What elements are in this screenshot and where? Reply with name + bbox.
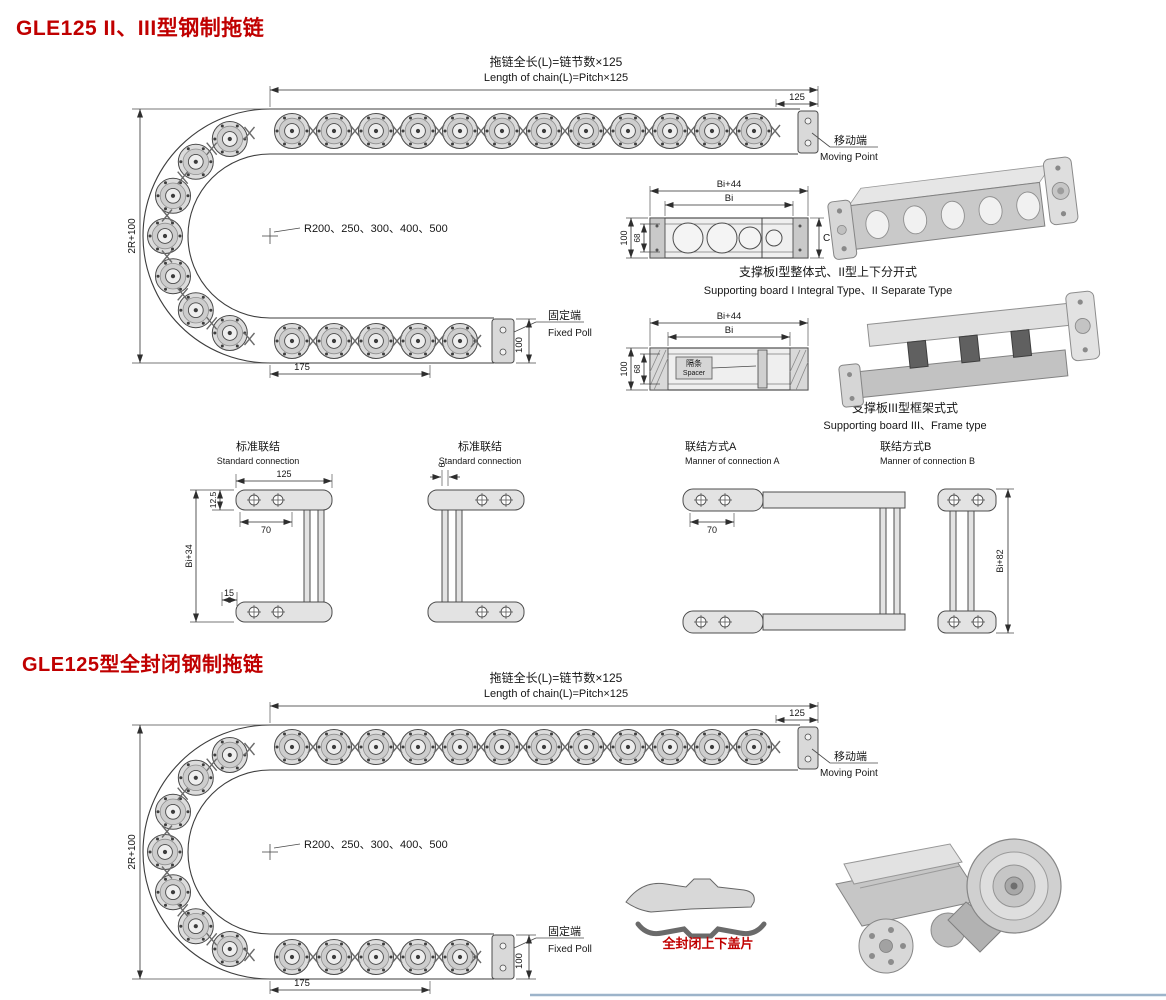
section1-title: GLE125 II、III型钢制拖链 (16, 17, 265, 40)
support-board-1-holes (865, 191, 1041, 239)
connB-title-en: Manner of connection B (880, 456, 975, 466)
chain2-end-length-dim: 175 (294, 978, 310, 989)
std1-title-cn: 标准联结 (236, 439, 280, 453)
chain2-pitch-dim: 125 (789, 708, 805, 719)
support-board-3-photo (838, 290, 1101, 408)
chain-links-bottom-run (274, 323, 478, 359)
chain2-formula-en: Length of chain(L)=Pitch×125 (484, 688, 628, 700)
cover-plates-caption: 全封闭上下盖片 (661, 936, 753, 951)
connB-title-cn: 联结方式B (880, 439, 931, 453)
enclosed-chain-photo (835, 838, 1062, 974)
cs2-caption-cn: 支撑板I型整体式、II型上下分开式 (739, 264, 917, 279)
cs3-caption-cn: 支撑板III型框架式式 (852, 400, 958, 415)
chain2-moving-point-en: Moving Point (820, 768, 878, 779)
cs3-height-dim: 100 (619, 361, 629, 376)
chain1-moving-point-cn: 移动端 (834, 134, 867, 147)
chain2-fixed-poll-cn: 固定端 (548, 924, 581, 938)
connection-standard-2: 标准联结 Standard connection 6 (427, 439, 525, 623)
section2-title: GLE125型全封闭钢制拖链 (22, 654, 264, 676)
cs3-inner-height-dim: 68 (633, 364, 642, 373)
connection-standard-1: 标准联结 Standard connection 125 70 12.5 Bi+… (184, 439, 333, 623)
moving-end-bracket (797, 110, 819, 154)
chain-dimension-lines (132, 86, 878, 378)
cs2-right-dim: C (823, 233, 830, 244)
chain1-end-length-dim: 175 (294, 362, 310, 373)
std1-height-dim: Bi+34 (184, 544, 194, 567)
chain2-end-height-dim: 100 (514, 953, 525, 969)
chain1-fixed-poll-en: Fixed Poll (548, 328, 592, 339)
connection-manner-b: 联结方式B Manner of connection B Bi+82 (880, 439, 1014, 634)
chain-loop-drawing (132, 86, 878, 378)
chain2-radius-options: R200、250、300、400、500 (304, 839, 448, 851)
cs3-caption-en: Supporting board III、Frame type (823, 420, 986, 432)
chain2-formula-cn: 拖链全长(L)=链节数×125 (490, 670, 623, 685)
chain1-labels: 拖链全长(L)=链节数×125 Length of chain(L)=Pitch… (127, 54, 878, 373)
chain1-moving-point-en: Moving Point (820, 152, 878, 163)
chain2-moving-point-cn: 移动端 (834, 750, 867, 763)
fixed-end-bracket (491, 318, 515, 364)
std2-plate-dim: 6 (437, 462, 447, 467)
std1-pitch-dim: 125 (276, 469, 291, 479)
cs2-caption-en: Supporting board I Integral Type、II Sepa… (704, 285, 952, 297)
chain1-height-dim: 2R+100 (127, 218, 138, 254)
cs2-inner-width-dim: Bi (725, 193, 733, 204)
chain1-pitch-dim: 125 (789, 92, 805, 103)
cs3-inner-width-dim: Bi (725, 325, 733, 336)
chain-links-curve (147, 121, 248, 351)
chain1-fixed-poll-cn: 固定端 (548, 308, 581, 322)
connA-title-en: Manner of connection A (685, 456, 780, 466)
std1-hole-dim: 70 (261, 525, 271, 535)
chain2-height-dim: 2R+100 (127, 834, 138, 870)
connA-hole-dim: 70 (707, 525, 717, 535)
connB-height-dim: Bi+82 (995, 549, 1005, 572)
std1-offset-dim: 12.5 (208, 491, 218, 508)
support-board-1-photo (827, 156, 1079, 260)
chain1-formula-en: Length of chain(L)=Pitch×125 (484, 72, 628, 84)
chain1-formula-cn: 拖链全长(L)=链节数×125 (490, 54, 623, 69)
chain2-fixed-poll-en: Fixed Poll (548, 944, 592, 955)
std1-title-en: Standard connection (217, 456, 300, 466)
chain1-end-height-dim: 100 (514, 337, 525, 353)
cs2-height-dim: 100 (619, 230, 629, 245)
chain1-radius-options: R200、250、300、400、500 (304, 223, 448, 235)
cs2-inner-height-dim: 68 (633, 233, 642, 242)
std1-foot-dim: 15 (224, 588, 234, 598)
std2-title-en: Standard connection (439, 456, 522, 466)
cross-section-type-1-2: Bi+44 Bi 100 68 (619, 179, 952, 297)
connA-title-cn: 联结方式A (685, 439, 737, 453)
cover-plates-drawing: 全封闭上下盖片 (625, 878, 767, 951)
cs3-spacer-label-en: Spacer (683, 370, 706, 377)
cross-section-type-3: Bi+44 Bi 隔条 Spacer 100 68 支撑 (619, 311, 987, 432)
cs3-outer-width-dim: Bi+44 (717, 311, 742, 322)
chain2-labels: 拖链全长(L)=链节数×125 Length of chain(L)=Pitch… (127, 670, 878, 989)
cs2-outer-width-dim: Bi+44 (717, 179, 742, 190)
connection-manner-a: 联结方式A Manner of connection A 70 (682, 439, 906, 634)
enclosed-chain-loop-drawing (132, 702, 878, 994)
std2-title-cn: 标准联结 (458, 439, 502, 453)
cs3-spacer-label-cn: 隔条 (686, 358, 702, 368)
